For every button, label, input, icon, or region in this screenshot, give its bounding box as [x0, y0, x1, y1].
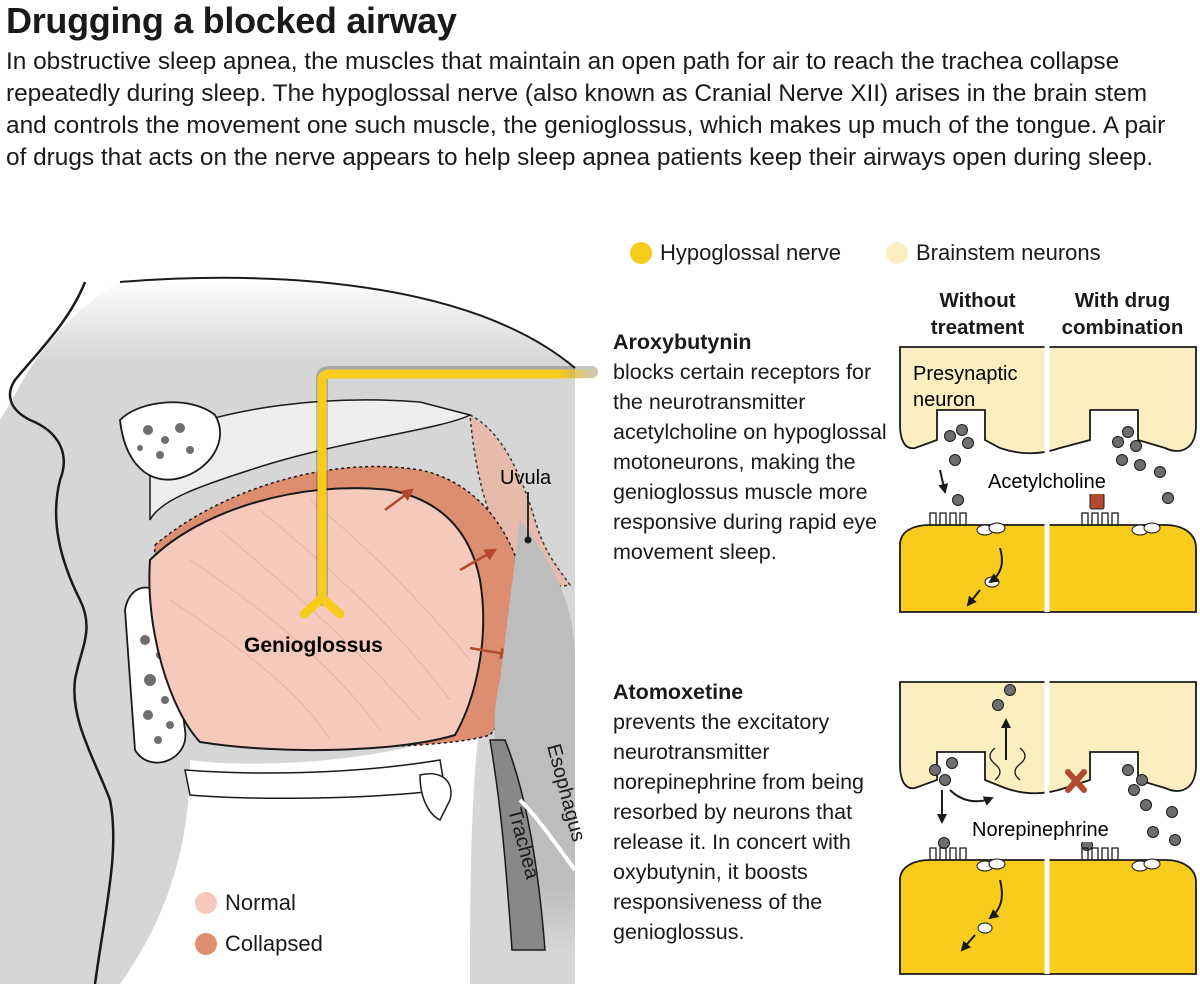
legend-item-neurons: Brainstem neurons [886, 240, 1101, 266]
bone-structures [119, 401, 452, 822]
soft-palate [469, 413, 572, 587]
drug-description: prevents the excitatory neurotransmitter… [613, 710, 864, 944]
drug-aroxybutynin: Aroxybutynin blocks certain receptors fo… [613, 327, 898, 567]
nerve-swatch [630, 242, 652, 264]
legend-neurons-label: Brainstem neurons [916, 240, 1101, 265]
intro-paragraph: In obstructive sleep apnea, the muscles … [6, 48, 1166, 171]
uvula-pointer [524, 492, 532, 544]
uvula-label: Uvula [500, 467, 552, 489]
neuron-swatch [886, 242, 908, 264]
figure-title: Drugging a blocked airway [6, 0, 457, 41]
collapsed-swatch [195, 933, 217, 955]
legend-nerve-label: Hypoglossal nerve [660, 240, 841, 265]
muscle-fibers [169, 499, 471, 741]
synapse-panel-acetylcholine [897, 345, 1199, 613]
legend-item-nerve: Hypoglossal nerve [630, 240, 841, 266]
tongue-normal [148, 487, 485, 752]
throat-tubes [489, 520, 577, 951]
norepinephrine-label: Norepinephrine [972, 819, 1109, 841]
presynaptic-label: Presynaptic neuron [913, 363, 1023, 411]
genioglossus-label: Genioglossus [244, 634, 383, 657]
drug-description: blocks certain receptors for the neurotr… [613, 360, 887, 564]
acetylcholine-label: Acetylcholine [988, 471, 1106, 493]
drug-atomoxetine: Atomoxetine prevents the excitatory neur… [613, 677, 898, 947]
column-header-without: Without treatment [930, 289, 1025, 339]
legend-collapsed-label: Collapsed [225, 931, 323, 956]
drug-name: Atomoxetine [613, 680, 744, 704]
legend-normal-label: Normal [225, 890, 296, 915]
drug-name: Aroxybutynin [613, 330, 752, 354]
legend-item-normal: Normal [195, 890, 296, 916]
column-header-with: With drug combination [1061, 289, 1184, 339]
legend-item-collapsed: Collapsed [195, 931, 323, 957]
hypoglossal-nerve [299, 366, 600, 619]
normal-swatch [195, 892, 217, 914]
presynaptic-label-line2: neuron [913, 389, 975, 411]
presynaptic-label-text: Presynaptic [913, 363, 1018, 385]
